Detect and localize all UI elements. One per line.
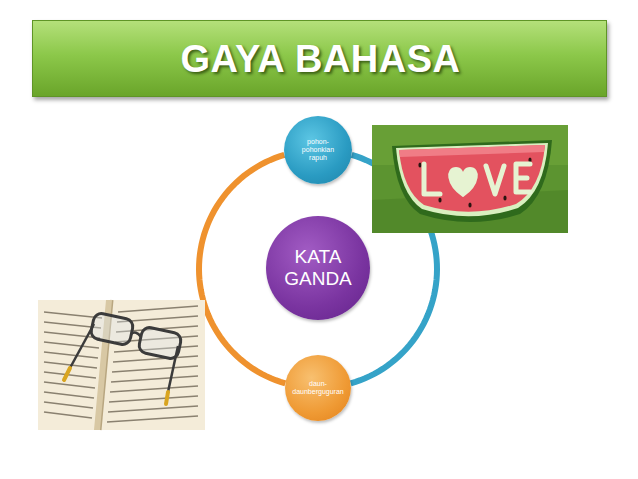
lens-left [90,312,135,346]
node-label: pohon-pohonkian rapuh [292,138,344,162]
cycle-step-circle: pohon-pohonkian rapuh [284,116,352,184]
slide-title: GAYA BAHASA [180,38,460,81]
glasses-bridge [131,333,141,337]
book-photo [38,300,205,430]
watermelon-photo [372,125,568,233]
carved-letters [424,164,530,196]
title-holder: GAYA BAHASA [33,21,608,98]
book-pages [38,300,205,430]
node-label: KATA GANDA [278,246,358,290]
glasses [64,312,182,404]
temple-tip-right [166,392,168,404]
page-lines [44,306,198,422]
rind [392,140,552,222]
center-circle: KATA GANDA [266,216,370,320]
photo-ground [38,300,205,430]
temple-tip-left [64,368,70,380]
node-label: daun-daunberguguran [292,380,344,396]
temple-right [168,346,178,392]
carved-e [516,164,530,192]
grass [372,125,568,233]
carved-v [486,166,504,194]
carved-l [424,164,440,194]
carved-heart [449,168,477,196]
cycle-step-circle: daun-daunberguguran [285,355,351,421]
flesh-top [399,145,545,157]
title-banner: GAYA BAHASA [32,20,607,97]
temple-left [70,324,94,368]
seeds [418,157,531,207]
rind-inner [396,143,548,216]
flesh [399,145,545,212]
